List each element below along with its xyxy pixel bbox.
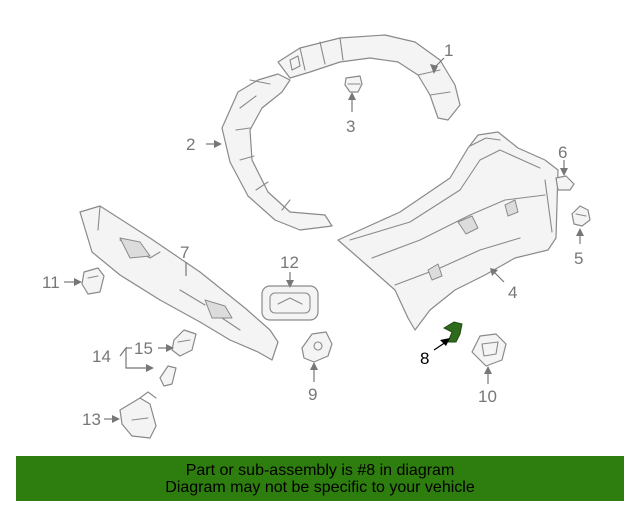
callout-11: 11 <box>42 273 60 292</box>
part-info-banner: Part or sub-assembly is #8 in diagram Di… <box>16 456 624 501</box>
callout-1: 1 <box>444 41 453 60</box>
callout-labels: 1 2 3 4 5 6 7 8 9 10 11 12 13 14 15 <box>42 41 583 429</box>
banner-line-1: Part or sub-assembly is #8 in diagram <box>185 461 455 479</box>
callout-5: 5 <box>574 249 583 268</box>
callout-14: 14 <box>92 347 111 366</box>
leader-lines <box>64 57 584 423</box>
part-14-bulb <box>159 365 177 387</box>
callout-7: 7 <box>180 243 189 262</box>
callout-8-highlighted: 8 <box>420 349 429 368</box>
callout-4: 4 <box>508 283 517 302</box>
part-12-badge <box>261 285 319 321</box>
callout-13: 13 <box>82 410 101 429</box>
callout-15: 15 <box>134 339 153 358</box>
banner-line-2: Diagram may not be specific to your vehi… <box>165 478 475 496</box>
callout-10: 10 <box>478 387 497 406</box>
part-10-socket <box>471 333 507 367</box>
part-13-lamp <box>119 391 157 439</box>
part-5-stop <box>571 205 591 227</box>
part-3-clip <box>344 75 363 93</box>
part-2-window-frame <box>221 73 333 231</box>
callout-2: 2 <box>186 135 195 154</box>
part-15-socket <box>171 329 197 357</box>
parts-diagram: 1 2 3 4 5 6 7 8 9 10 11 12 13 14 15 <box>42 34 591 439</box>
part-1-upper-trim <box>277 34 461 121</box>
part-11-clip <box>81 267 105 295</box>
callout-12: 12 <box>280 253 299 272</box>
part-9-latch <box>301 331 333 363</box>
callout-9: 9 <box>308 385 317 404</box>
callout-3: 3 <box>346 117 355 136</box>
part-6-cover <box>555 175 575 191</box>
part-4-liftgate-panel <box>337 131 559 331</box>
part-8-bracket-highlighted <box>442 321 463 343</box>
callout-6: 6 <box>558 143 567 162</box>
part-7-lower-trim <box>79 205 279 361</box>
